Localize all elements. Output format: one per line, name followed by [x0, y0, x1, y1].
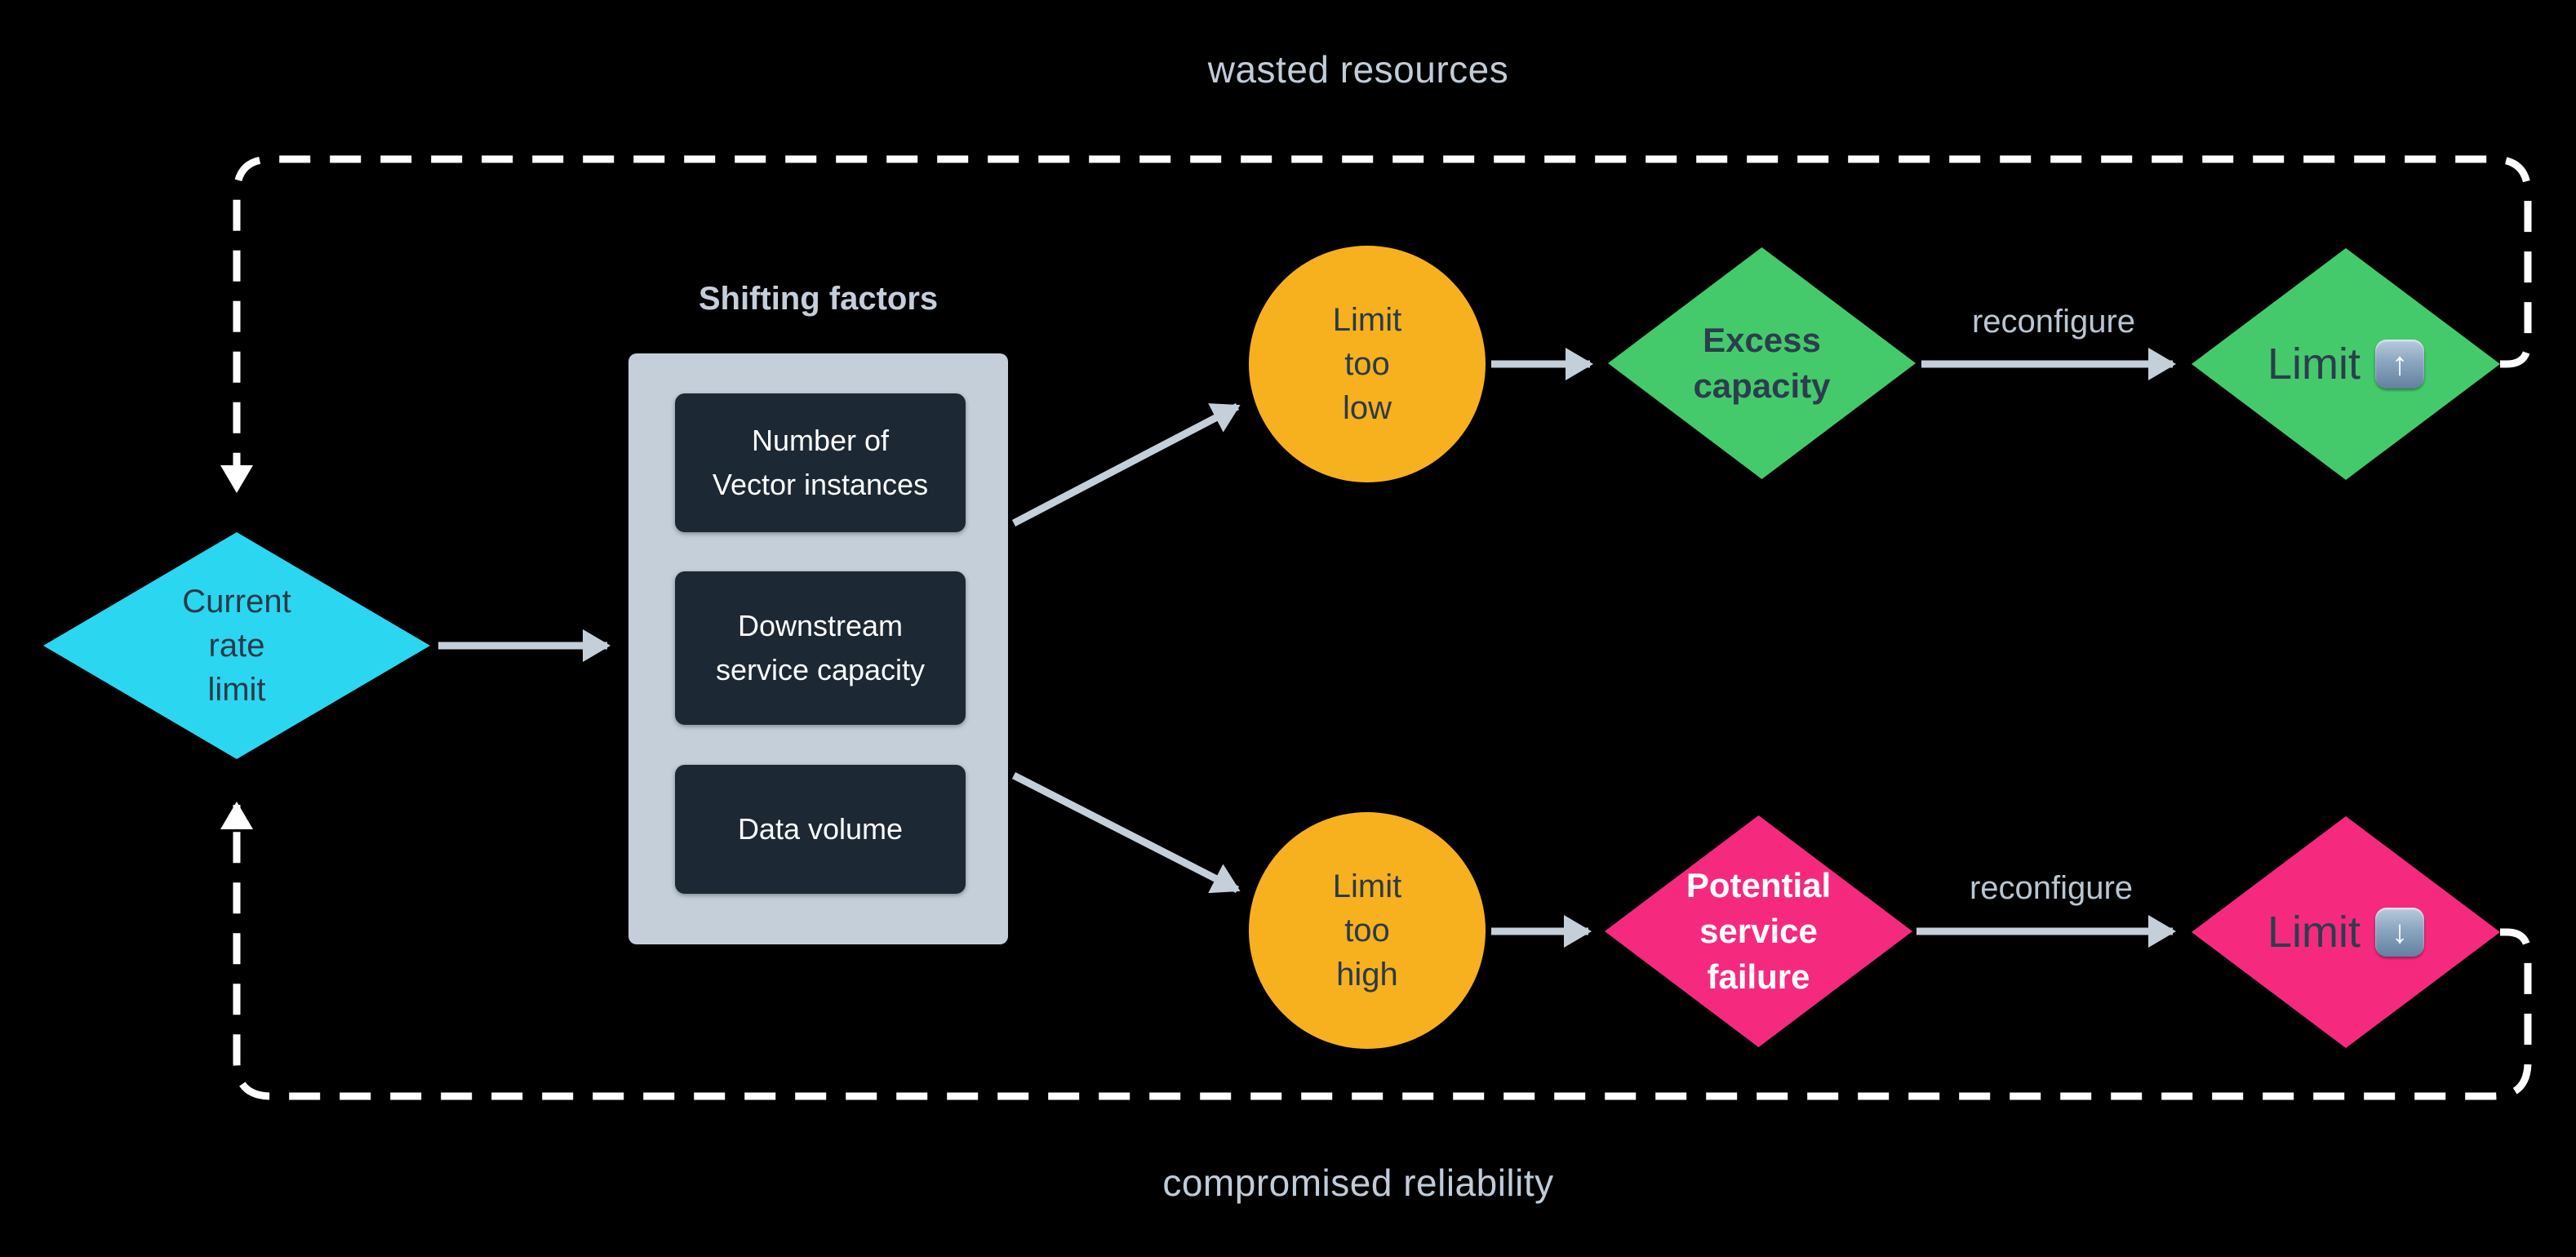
- top-caption: wasted resources: [1207, 48, 1509, 91]
- factor-label: Downstream service capacity: [715, 609, 926, 686]
- node-limit-too-high: Limit too high: [1249, 812, 1486, 1049]
- feedback-loop-bottom: [220, 802, 2532, 1100]
- node-label: Limit: [2267, 340, 2361, 389]
- node-label: Limit too low: [1332, 302, 1402, 426]
- reconfigure-label-bottom: reconfigure: [1969, 870, 2134, 906]
- reconfigure-label-top: reconfigure: [1971, 304, 2136, 340]
- arrow-factors-to-limit-too-high: [1011, 771, 1241, 894]
- up-arrow-button-icon: ↑: [2375, 340, 2424, 389]
- feedback-loop-top: [220, 155, 2532, 493]
- factor-item-downstream-capacity: Downstream service capacity: [675, 571, 966, 725]
- shifting-factors-title: Shifting factors: [698, 281, 939, 317]
- bottom-caption: compromised reliability: [1162, 1162, 1554, 1204]
- node-limit-too-low: Limit too low: [1249, 246, 1486, 482]
- node-label: Excess capacity: [1693, 321, 1831, 405]
- arrow-factors-to-limit-too-low: [1011, 403, 1241, 526]
- node-label: Potential service failure: [1686, 866, 1832, 996]
- factor-item-data-volume: Data volume: [675, 765, 966, 894]
- node-label: Limit: [2267, 908, 2361, 957]
- factor-label: Data volume: [737, 812, 904, 846]
- down-arrow-button-icon: ↓: [2375, 908, 2424, 957]
- factor-label: Number of Vector instances: [712, 424, 929, 501]
- node-label: Limit too high: [1332, 868, 1402, 993]
- node-label: Current rate limit: [182, 584, 291, 708]
- factor-item-vector-instances: Number of Vector instances: [675, 393, 966, 532]
